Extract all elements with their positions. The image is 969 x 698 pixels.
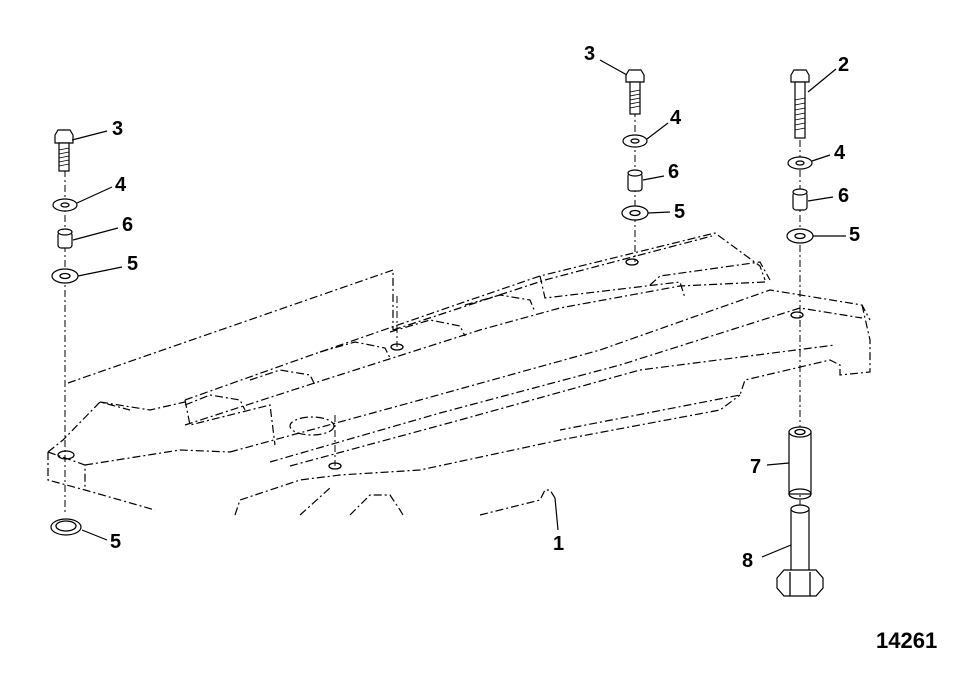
callout-2-right: 2 [838, 54, 849, 76]
callout-5-right: 5 [849, 224, 860, 246]
standoff-icon [788, 426, 812, 500]
o-ring-icon [50, 518, 82, 536]
callout-3-center: 3 [584, 43, 595, 65]
hex-bolt-icon [790, 69, 810, 139]
flat-washer-icon [52, 198, 78, 212]
sleeve-icon [627, 169, 643, 192]
callout-8: 8 [742, 550, 753, 572]
grommet-icon [621, 205, 649, 221]
left-fastener-stack [50, 129, 82, 536]
center-fastener-stack [621, 69, 649, 221]
callout-5-center: 5 [674, 201, 685, 223]
callout-4-center: 4 [670, 107, 682, 129]
callout-5-bottom: 5 [110, 531, 121, 553]
engine-cover [47, 232, 871, 516]
lock-washer-icon [787, 156, 813, 170]
sleeve-icon [792, 188, 808, 211]
hex-bolt-icon [54, 129, 74, 172]
sleeve-icon [57, 228, 73, 249]
callout-6-left: 6 [122, 214, 133, 236]
callouts: 3 4 6 5 5 3 4 6 5 2 4 6 5 1 7 8 [110, 43, 860, 572]
callout-1: 1 [553, 533, 564, 555]
callout-7: 7 [750, 456, 761, 478]
grommet-icon [51, 268, 79, 284]
center-lines [64, 80, 801, 580]
grommet-icon [786, 228, 814, 244]
callout-4-left: 4 [115, 174, 127, 196]
callout-3-left: 3 [112, 118, 123, 140]
stud-bolt-icon [776, 504, 824, 597]
callout-5-left: 5 [127, 253, 138, 275]
figure-number: 14261 [876, 628, 937, 653]
lock-washer-icon [622, 134, 648, 148]
callout-6-center: 6 [668, 161, 679, 183]
right-fastener-stack [776, 69, 824, 597]
callout-6-right: 6 [838, 185, 849, 207]
leader-lines [71, 59, 846, 558]
callout-4-right: 4 [834, 142, 846, 164]
hex-bolt-icon [625, 69, 645, 115]
